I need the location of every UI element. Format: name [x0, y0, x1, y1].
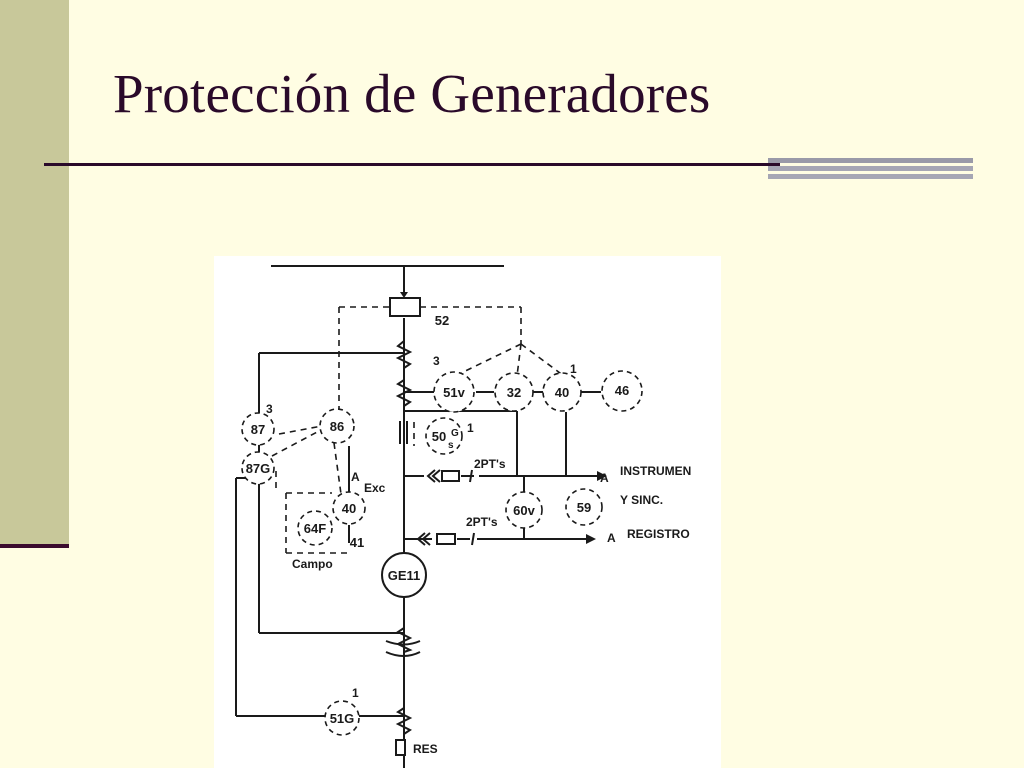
solid-wiring [235, 265, 601, 768]
ct-ratio-1-top: 1 [570, 362, 577, 376]
arrow-a-1-label: A [600, 471, 609, 485]
ct-ratio-1-50: 1 [467, 421, 474, 435]
device-52-label: 52 [435, 313, 449, 328]
signal-arrows [400, 292, 607, 544]
arrow-a-2-label: A [607, 531, 616, 545]
device-64f-circle [297, 510, 333, 546]
device-40b-label: 40 [342, 501, 356, 516]
device-40a-circle [542, 372, 582, 412]
device-87-circle [241, 412, 275, 446]
device-64f-label: 64F [304, 521, 326, 536]
left-band-underline [0, 544, 69, 548]
device-labels: 52 51v 32 40 46 87 86 87G 50 40 64F 41 6… [246, 313, 630, 726]
ct-ratio-1-51g: 1 [352, 686, 359, 700]
device-87g-circle [241, 451, 275, 485]
device-41-label: 41 [350, 535, 364, 550]
device-50-sub-s: s [448, 440, 454, 451]
device-32-label: 32 [507, 385, 521, 400]
ct-ratio-3-top: 3 [433, 354, 440, 368]
generator-ge11-circle [381, 552, 427, 598]
device-51v-circle [433, 371, 475, 413]
res-label: RES [413, 742, 438, 756]
slide-title: Protección de Generadores [113, 63, 711, 124]
annotation-labels: 3 1 3 1 G s 2PT's A INSTRUMEN Y SINC. A … [266, 354, 691, 756]
ct-ratio-3-left: 3 [266, 402, 273, 416]
device-87-label: 87 [251, 422, 265, 437]
device-50-circle [425, 417, 463, 455]
accent-bar-middle [768, 166, 973, 171]
registro-label: REGISTRO [627, 527, 690, 541]
device-46-label: 46 [615, 383, 629, 398]
device-60v-label: 60v [513, 503, 535, 518]
generator-ge11-label: GE11 [388, 568, 421, 583]
accent-bar-bottom [768, 174, 973, 179]
protection-diagram-svg: 52 51v 32 40 46 87 86 87G 50 40 64F 41 6… [235, 265, 691, 768]
device-32-circle [494, 372, 534, 412]
device-40a-label: 40 [555, 385, 569, 400]
ysinc-label: Y SINC. [620, 493, 663, 507]
device-50-sub-g: G [451, 428, 459, 439]
device-59-circle [565, 488, 603, 526]
arrow-52-icon [400, 292, 408, 298]
exc-a-label: A [351, 470, 360, 484]
arrow-instrumen-icon [597, 471, 607, 481]
device-circles [241, 370, 643, 736]
title-accent-bars [768, 158, 973, 179]
device-40b-circle [332, 491, 366, 525]
device-87g-label: 87G [246, 461, 271, 476]
device-86-circle [319, 408, 355, 444]
device-51g-circle [324, 700, 360, 736]
device-86-label: 86 [330, 419, 344, 434]
device-60v-circle [505, 491, 543, 529]
device-46-circle [601, 370, 643, 412]
device-50-label: 50 [432, 429, 446, 444]
protection-diagram: 52 51v 32 40 46 87 86 87G 50 40 64F 41 6… [214, 256, 721, 768]
device-51g-label: 51G [330, 711, 355, 726]
left-decorative-band [0, 0, 69, 544]
pt-label-2: 2PT's [466, 515, 498, 529]
arrow-registro-icon [586, 534, 596, 544]
campo-label: Campo [292, 557, 333, 571]
instrumen-label: INSTRUMEN [620, 464, 691, 478]
exc-label: Exc [364, 481, 386, 495]
device-51v-label: 51v [443, 385, 465, 400]
pt-label-1: 2PT's [474, 457, 506, 471]
title-rule [44, 163, 780, 166]
device-59-label: 59 [577, 500, 591, 515]
accent-bar-top [768, 158, 973, 163]
dashed-control-wiring [271, 306, 565, 554]
